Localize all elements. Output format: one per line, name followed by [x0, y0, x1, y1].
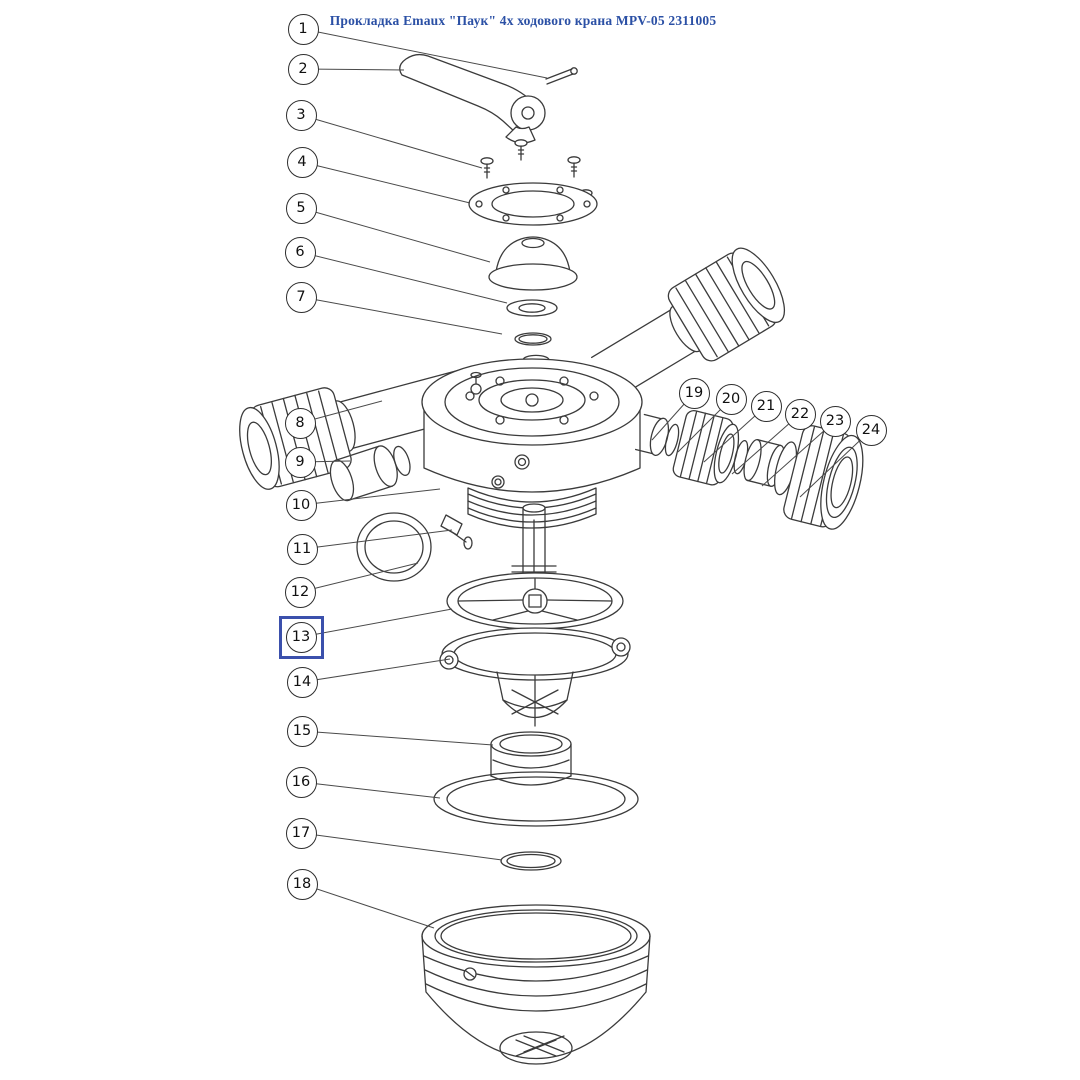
callout-19: 19 [678, 377, 710, 409]
handle-part [399, 53, 546, 144]
callout-11: 11 [286, 533, 318, 565]
leader-line-2 [302, 68, 405, 71]
callout-14: 14 [286, 666, 318, 698]
highlight-box-item-13 [278, 615, 324, 659]
callout-5: 5 [285, 192, 317, 224]
leader-line-4 [301, 161, 471, 204]
left-port-part [239, 368, 477, 490]
small-oring-part [500, 851, 562, 871]
callout-22: 22 [784, 398, 816, 430]
callout-7: 7 [285, 281, 317, 313]
callout-13: 13 [285, 621, 317, 653]
diverter-part [439, 627, 631, 727]
leader-line-6 [299, 251, 508, 304]
leader-line-7 [300, 296, 503, 335]
bottom-bowl-part [421, 904, 651, 1065]
callout-18: 18 [286, 868, 318, 900]
callout-3: 3 [285, 99, 317, 131]
washer-part [506, 299, 558, 317]
leader-line-24 [799, 429, 872, 498]
callout-24: 24 [855, 414, 887, 446]
valve-body-part [421, 358, 643, 529]
callout-6: 6 [284, 236, 316, 268]
leader-line-17 [300, 832, 503, 861]
callout-20: 20 [715, 383, 747, 415]
callout-1: 1 [287, 13, 319, 45]
adapter-oring-parts [329, 445, 411, 502]
leader-line-5 [300, 207, 491, 263]
callout-23: 23 [819, 405, 851, 437]
callout-12: 12 [284, 576, 316, 608]
leader-line-14 [301, 658, 451, 683]
callout-17: 17 [285, 817, 317, 849]
callout-15: 15 [286, 715, 318, 747]
callout-10: 10 [285, 489, 317, 521]
leader-line-23 [761, 420, 836, 487]
leader-line-16 [300, 781, 441, 799]
callout-2: 2 [287, 53, 319, 85]
leader-line-13 [300, 608, 453, 638]
cylinder-part [490, 731, 572, 786]
leader-line-3 [300, 114, 483, 169]
top-flange-part [468, 182, 598, 226]
large-gasket-part [433, 771, 639, 827]
leader-line-15 [301, 730, 494, 746]
callout-21: 21 [750, 390, 782, 422]
callout-8: 8 [284, 407, 316, 439]
callout-9: 9 [284, 446, 316, 478]
page-title: Прокладка Emaux "Паук" 4х ходового крана… [329, 13, 717, 28]
right-upper-port-part [590, 247, 786, 400]
leader-line-12 [299, 562, 419, 593]
leader-line-18 [301, 883, 435, 929]
pin-part [545, 67, 578, 85]
dome-cover-part [488, 236, 578, 291]
callout-4: 4 [286, 146, 318, 178]
leader-line-11 [301, 529, 453, 550]
callout-16: 16 [285, 766, 317, 798]
leader-line-10 [300, 488, 441, 506]
leader-line-1 [302, 28, 548, 79]
